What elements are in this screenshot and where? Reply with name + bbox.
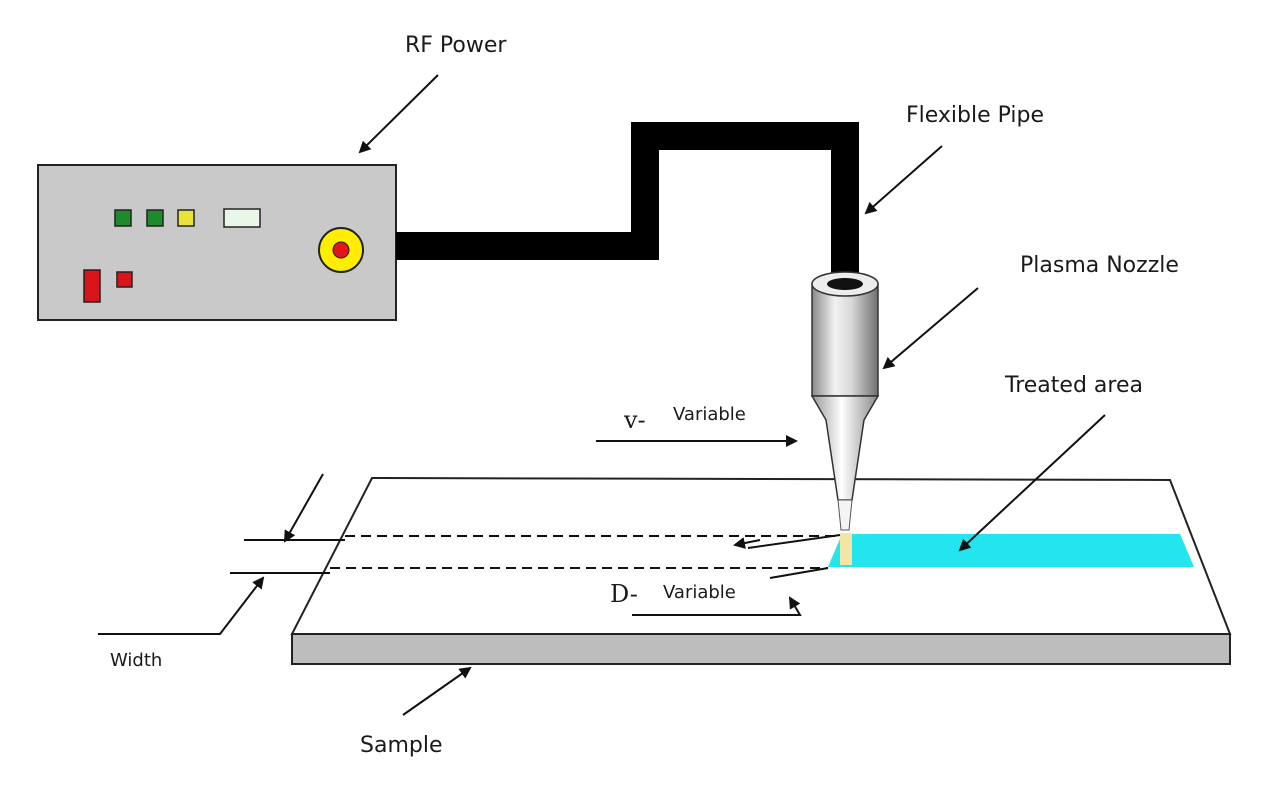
label-rf-power: RF Power xyxy=(405,33,507,58)
width-arrow-upper xyxy=(284,473,324,543)
flexible-pipe xyxy=(396,122,859,280)
power-switch xyxy=(83,269,101,303)
label-flexible-pipe: Flexible Pipe xyxy=(906,103,1044,128)
sample-plate xyxy=(290,476,1232,665)
nozzle-body xyxy=(811,283,879,397)
nozzle-tip xyxy=(837,499,853,531)
treated-area-arrow xyxy=(958,414,1106,552)
sample-front-edge xyxy=(291,633,1231,665)
width-leader xyxy=(98,576,265,635)
sample-arrow xyxy=(402,666,472,716)
flexible-pipe-arrow xyxy=(864,145,943,215)
rf-power-arrow xyxy=(358,74,439,154)
plasma-jet xyxy=(840,533,852,565)
connector-dot xyxy=(332,241,350,259)
distance-baseline xyxy=(632,596,802,616)
led-yellow xyxy=(177,209,195,227)
label-plasma-nozzle: Plasma Nozzle xyxy=(1020,253,1179,278)
nozzle-top-opening xyxy=(827,278,863,290)
label-d-variable: Variable xyxy=(663,582,736,603)
rf-power-unit xyxy=(37,164,397,321)
plasma-nozzle-arrow xyxy=(882,287,979,370)
plasma-nozzle xyxy=(810,271,880,565)
label-d-symbol: D- xyxy=(610,580,638,608)
led-green-1 xyxy=(114,209,132,227)
distance-tick xyxy=(769,567,829,579)
label-v-variable: Variable xyxy=(673,404,746,425)
label-treated-area: Treated area xyxy=(1004,373,1143,398)
distance-leader xyxy=(747,534,841,549)
led-green-2 xyxy=(146,209,164,227)
label-width: Width xyxy=(110,650,162,671)
led-red xyxy=(116,271,133,288)
display-window xyxy=(223,208,261,228)
label-v-symbol: v- xyxy=(623,406,646,434)
treated-area-band xyxy=(828,534,1194,567)
label-sample: Sample xyxy=(360,733,443,758)
distance-arrow-left xyxy=(733,537,761,549)
